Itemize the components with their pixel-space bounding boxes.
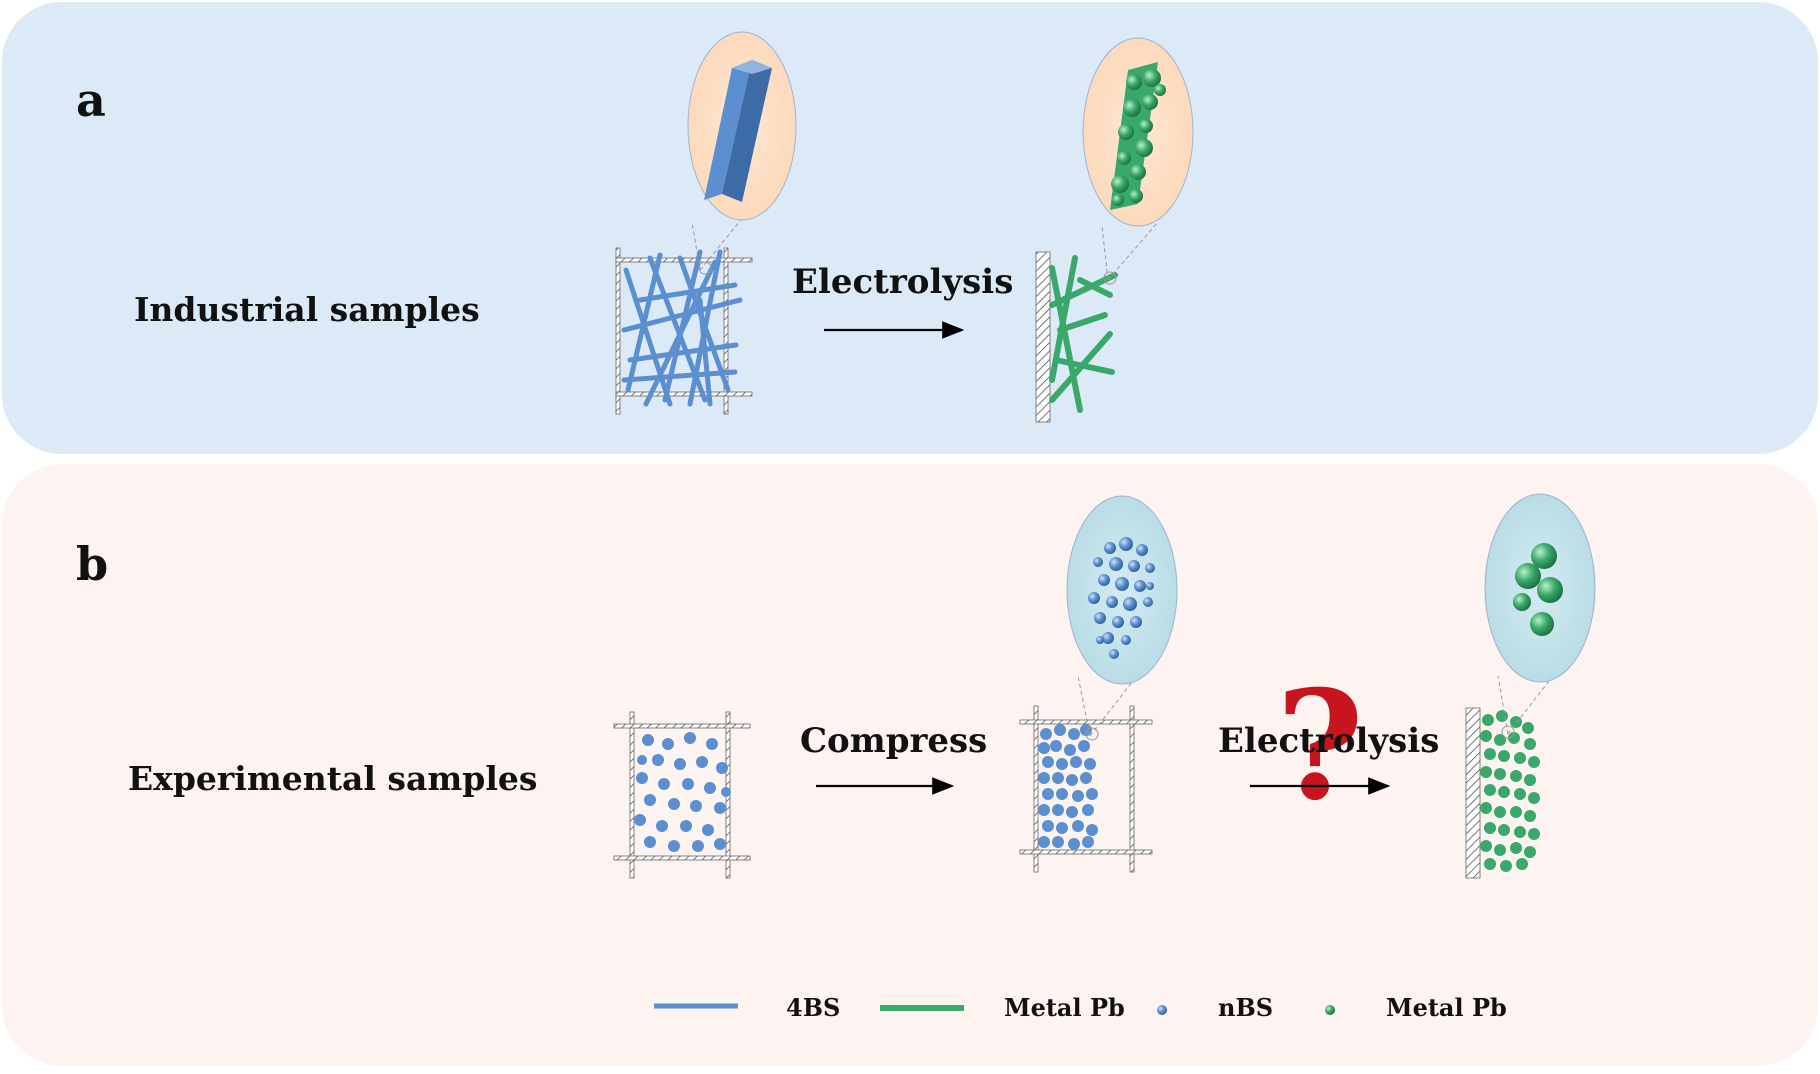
panel-a-background (2, 2, 1818, 454)
zoom-4bs-rod (687, 31, 797, 275)
panel-b-step1-label: Compress (800, 721, 987, 761)
industrial-4bs-network (615, 247, 753, 415)
question-mark: ? (1276, 658, 1364, 834)
legend-swatch-metal-pb-dot (1325, 1005, 1335, 1015)
panel-b-sample-label: Experimental samples (128, 759, 537, 798)
panel-a-sample-label: Industrial samples (134, 290, 480, 329)
legend: 4BS Metal Pb nBS Metal Pb (654, 993, 1507, 1022)
zoom-nbs-cluster (1066, 495, 1178, 741)
legend-label-metal-pb-dot: Metal Pb (1386, 993, 1507, 1022)
panel-b-background (2, 464, 1818, 1066)
metal-pb-particles-on-electrode (1465, 707, 1540, 879)
legend-label-4bs: 4BS (786, 993, 840, 1022)
compressed-nbs-particles (1019, 705, 1153, 873)
panel-a-letter: a (76, 73, 106, 127)
zoom-metal-pb-spheres (1484, 493, 1596, 739)
legend-swatch-nbs (1157, 1005, 1167, 1015)
loose-nbs-particles (613, 711, 751, 879)
industrial-metal-pb-network (1035, 251, 1118, 423)
panel-b-step2-label: Electrolysis (1218, 721, 1439, 761)
panel-b-letter: b (76, 537, 108, 591)
zoom-metal-pb-rod (1082, 37, 1194, 285)
panel-a-step-label: Electrolysis (792, 262, 1013, 302)
legend-label-nbs: nBS (1218, 993, 1273, 1022)
legend-label-metal-pb-line: Metal Pb (1004, 993, 1125, 1022)
